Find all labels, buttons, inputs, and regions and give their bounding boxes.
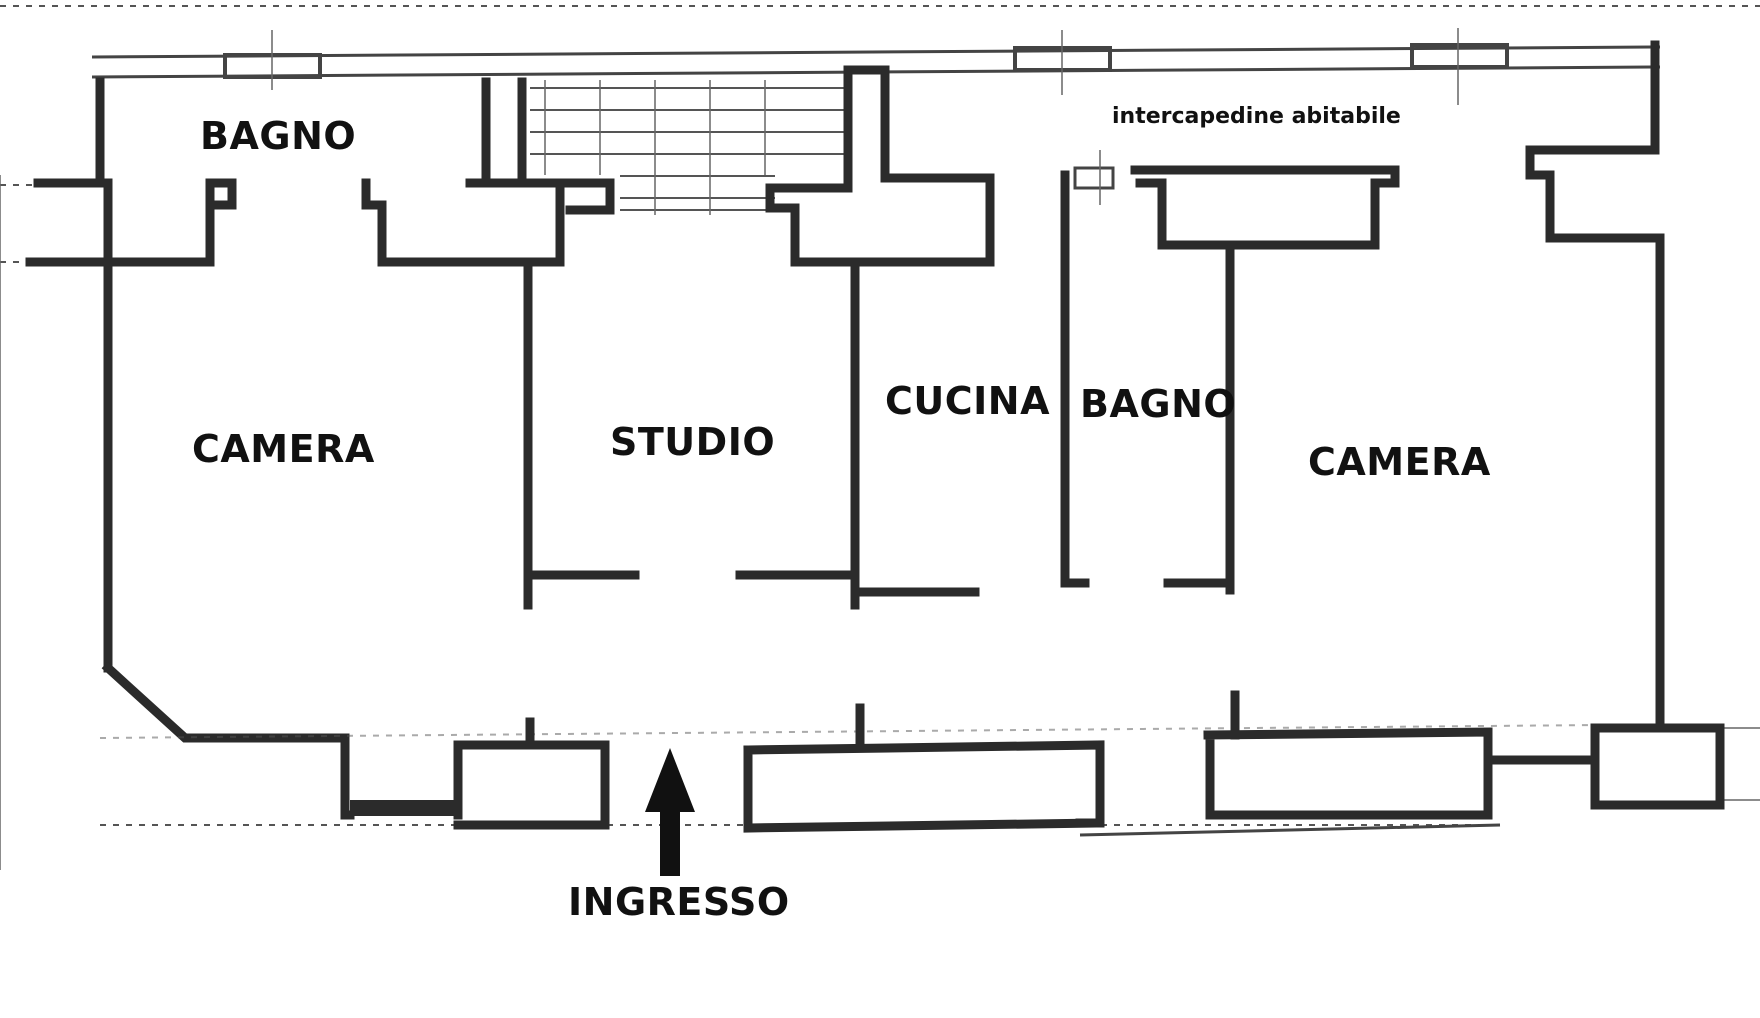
room-label-bagno-2: BAGNO bbox=[1080, 382, 1237, 426]
interior-walls bbox=[101, 238, 1665, 820]
central-pillar-walls bbox=[765, 65, 995, 267]
arrow-up-icon bbox=[645, 748, 695, 876]
room-label-cucina: CUCINA bbox=[885, 379, 1050, 423]
room-label-bagno-1: BAGNO bbox=[200, 114, 357, 158]
entrance-label: INGRESSO bbox=[568, 880, 790, 924]
window-intercapedine-2 bbox=[1410, 43, 1509, 69]
intercapedine-walls bbox=[1060, 145, 1665, 588]
bottom-outer-wall bbox=[99, 690, 1725, 837]
room-label-camera-2: CAMERA bbox=[1308, 440, 1491, 484]
staircase bbox=[517, 77, 845, 215]
room-label-studio: STUDIO bbox=[610, 420, 776, 464]
bagno-1-walls bbox=[25, 77, 615, 267]
room-label-camera-1: CAMERA bbox=[192, 427, 375, 471]
room-label-intercapedine: intercapedine abitabile bbox=[1112, 104, 1401, 129]
